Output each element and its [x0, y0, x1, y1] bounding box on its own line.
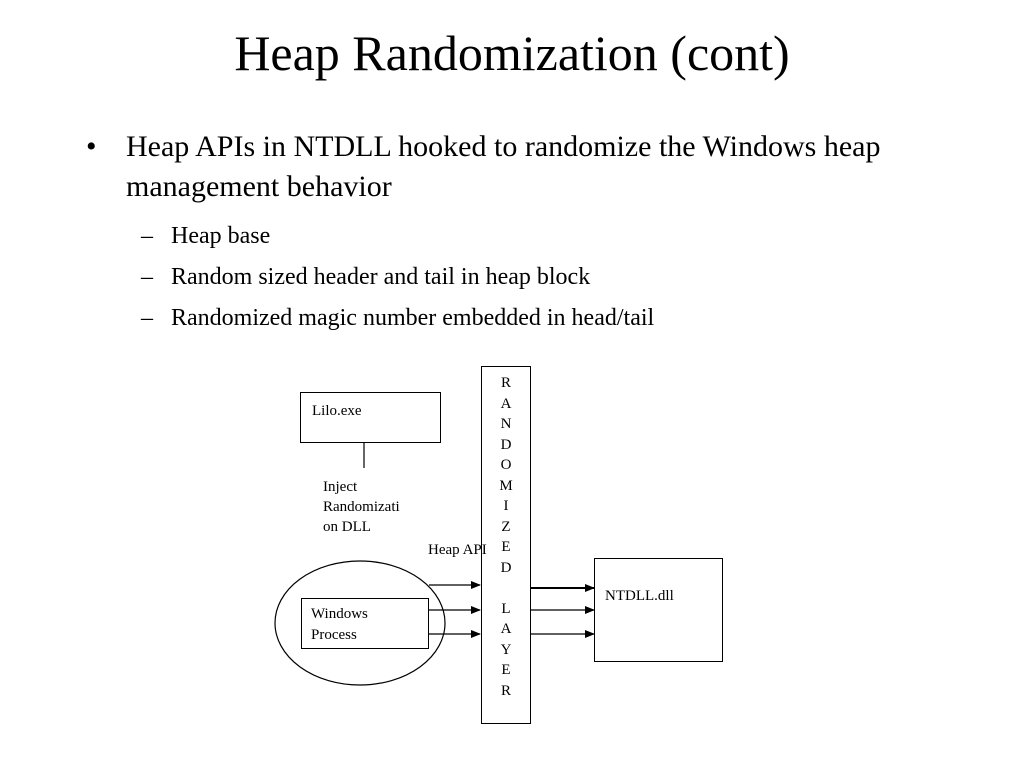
layer-letter: R: [500, 375, 511, 391]
lilo-exe-label: Lilo.exe: [312, 403, 362, 419]
sub-bullet-marker: –: [141, 264, 153, 290]
bullet-text: Heap APIs in NTDLL hooked to randomize t…: [126, 130, 881, 203]
heap-api-label: Heap API: [428, 542, 487, 558]
sub-bullet-text: Random sized header and tail in heap blo…: [171, 264, 591, 290]
layer-letter: M: [499, 477, 513, 494]
layer-letter: D: [500, 559, 512, 576]
layer-letter: A: [500, 621, 512, 637]
layer-letter: I: [503, 498, 509, 514]
bullet-item: • Heap APIs in NTDLL hooked to randomize…: [86, 127, 946, 207]
windows-process-ellipse: [274, 560, 446, 686]
layer-letter: E: [501, 539, 511, 555]
ntdll-box: [594, 558, 723, 662]
layer-letter: R: [500, 682, 511, 699]
layer-letter: Y: [500, 641, 512, 658]
windows-process-label-line: Process: [311, 627, 357, 643]
layer-letter: L: [501, 600, 511, 617]
layer-letter: N: [500, 416, 512, 432]
randomized-layer-label: R A N D O M I Z E D L A Y E R: [481, 373, 531, 701]
sub-bullet-text: Heap base: [171, 223, 271, 249]
layer-letter: E: [501, 662, 511, 678]
sub-bullet-text: Randomized magic number embedded in head…: [171, 305, 655, 331]
slide-title: Heap Randomization (cont): [234, 25, 790, 81]
sub-bullet-item: – Random sized header and tail in heap b…: [86, 262, 946, 292]
windows-process-label-line: Windows: [311, 606, 368, 622]
ntdll-label: NTDLL.dll: [605, 588, 674, 604]
sub-bullet-item: – Randomized magic number embedded in he…: [86, 303, 946, 333]
sub-bullet-item: – Heap base: [86, 221, 946, 251]
layer-letter: O: [500, 457, 512, 473]
layer-letter: Z: [501, 518, 511, 535]
inject-label-line: Inject: [323, 479, 358, 495]
sub-bullet-marker: –: [141, 223, 153, 249]
windows-process-box: [301, 598, 429, 649]
inject-label-line: on DLL: [323, 519, 371, 535]
layer-letter: A: [500, 395, 512, 412]
bullet-list: • Heap APIs in NTDLL hooked to randomize…: [86, 127, 946, 333]
lilo-exe-box: [300, 392, 441, 443]
randomized-layer-box: [481, 366, 531, 724]
inject-label-line: Randomizati: [323, 499, 400, 515]
bullet-marker: •: [86, 130, 97, 163]
sub-bullet-marker: –: [141, 305, 153, 331]
layer-letter: D: [500, 436, 512, 453]
